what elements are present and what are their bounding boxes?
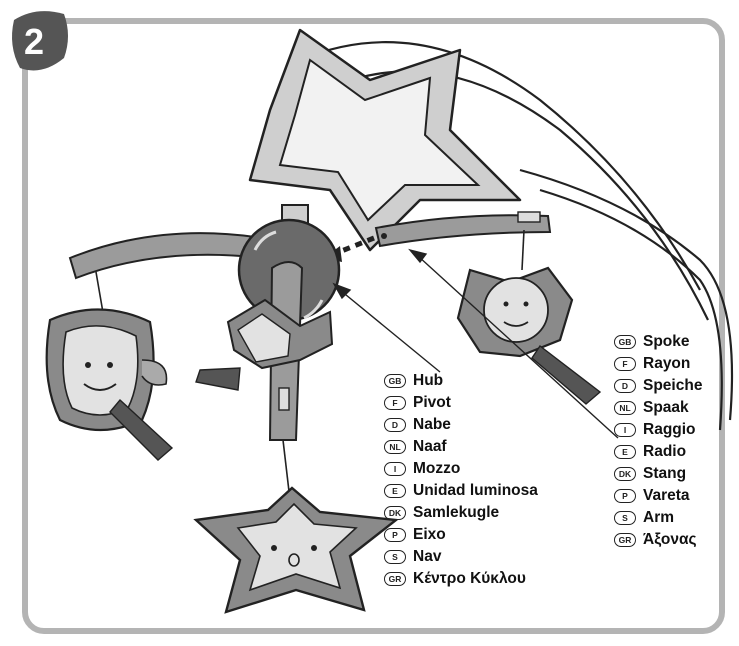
large-star-toy (196, 488, 396, 612)
vertical-spoke (270, 262, 302, 500)
right-spoke (376, 212, 550, 270)
apple-toy (47, 309, 172, 460)
